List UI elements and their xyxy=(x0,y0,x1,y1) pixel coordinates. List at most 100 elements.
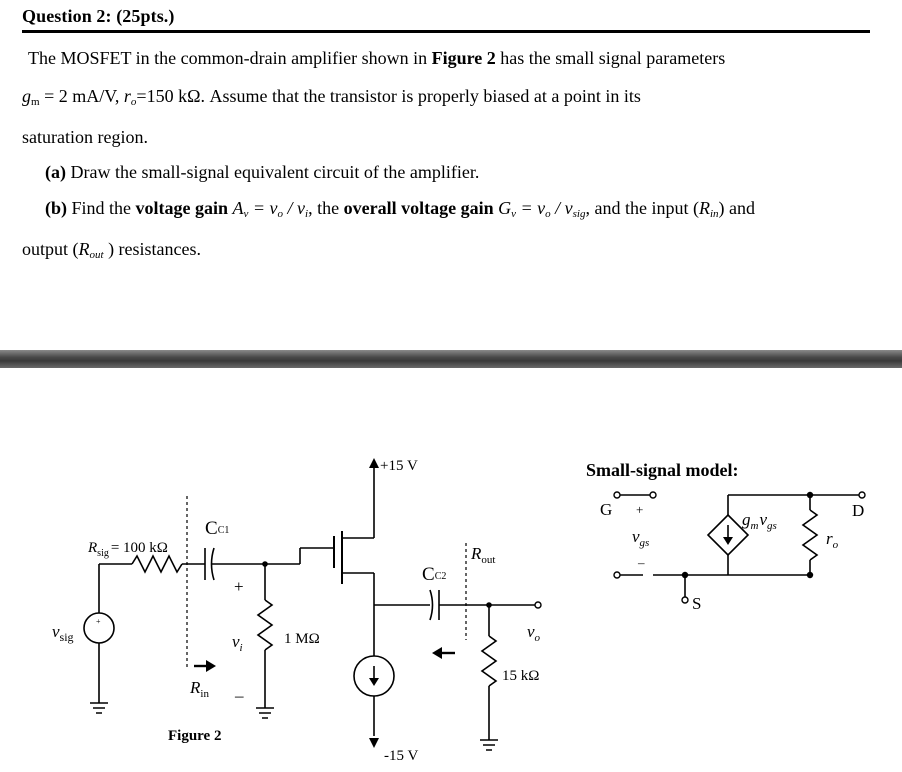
vss-arrow xyxy=(369,738,379,748)
svg-text:gmvgs: gmvgs xyxy=(742,510,777,532)
av-symbol: A xyxy=(232,198,244,218)
part-b: (b) Find the voltage gain Av = vo / vi, … xyxy=(45,198,755,220)
vi-sub: i xyxy=(305,208,309,220)
circuit-wires xyxy=(83,465,862,751)
vsig-sub: sig xyxy=(572,208,586,220)
ro-resistor xyxy=(801,509,819,561)
ro-value: =150 kΩ. Assume that the transistor is p… xyxy=(136,86,641,106)
ro-symbol: r xyxy=(123,86,131,106)
vsig-plus: + xyxy=(96,617,101,626)
vss-label: -15 V xyxy=(384,748,418,764)
model-labels: Small-signal model: G D S + – vgs gmvgs … xyxy=(586,460,864,613)
text: , the xyxy=(308,198,344,218)
text: , and the input ( xyxy=(585,198,699,218)
svg-text:Rout: Rout xyxy=(470,544,495,566)
part-b-label: (b) xyxy=(45,198,67,218)
d-label: D xyxy=(852,501,864,520)
svg-text:Rsig= 100 kΩ: Rsig= 100 kΩ xyxy=(87,540,168,559)
rsig-label: R xyxy=(87,540,97,556)
question-line-6: output (Rout ) resistances. xyxy=(22,239,201,261)
text: ) and xyxy=(718,198,755,218)
gv-sub: v xyxy=(511,208,516,220)
ground-1 xyxy=(90,702,108,714)
g-terminal-bottom xyxy=(613,571,621,579)
cc2-label: C xyxy=(422,564,435,585)
vdd-arrow xyxy=(369,458,379,468)
rout-label: R xyxy=(470,544,482,563)
ground-2 xyxy=(256,707,274,719)
gv-eq: = v xyxy=(515,198,546,218)
gm-v-label: v xyxy=(759,510,767,529)
g-label: G xyxy=(600,500,612,519)
svg-text:vi: vi xyxy=(232,632,243,654)
text: Find the xyxy=(71,198,136,218)
cc2-plate-1 xyxy=(429,589,434,621)
gm-label: g xyxy=(742,510,751,529)
section-divider xyxy=(0,350,902,368)
terminals xyxy=(534,491,866,609)
cc1-label: C xyxy=(205,518,218,539)
vi-label: v xyxy=(232,632,240,651)
heading-rule xyxy=(22,30,870,33)
gm-sub: m xyxy=(751,520,759,532)
av-eq: = v xyxy=(248,198,278,218)
rsig-value: = 100 kΩ xyxy=(111,540,168,556)
vo-sub-2: o xyxy=(545,208,551,220)
vgs-sub: gs xyxy=(640,537,650,549)
vdd-label: +15 V xyxy=(380,458,418,474)
rl-label: 15 kΩ xyxy=(502,668,539,684)
question-heading: Question 2: (25pts.) xyxy=(22,6,175,26)
current-direction-arrow xyxy=(369,678,379,686)
svg-text:ro: ro xyxy=(826,529,839,551)
rout-sub: out xyxy=(89,249,104,261)
vo-sub: o xyxy=(535,632,541,644)
rl-resistor xyxy=(480,635,498,687)
text: output ( xyxy=(22,239,79,259)
vo-label: v xyxy=(527,622,535,641)
rin-sub: in xyxy=(709,208,719,220)
vgs-label: v xyxy=(632,527,640,546)
rin-label: R xyxy=(189,678,201,697)
overall-gain-term: overall voltage gain xyxy=(343,198,494,218)
gm-v-sub: gs xyxy=(767,520,777,532)
part-a-text: Draw the small-signal equivalent circuit… xyxy=(70,162,480,182)
dependent-source-arrow xyxy=(723,537,733,545)
svg-text:CC1: CC1 xyxy=(205,518,229,539)
part-a: (a) Draw the small-signal equivalent cir… xyxy=(45,162,479,183)
gv-eq-2: / v xyxy=(550,198,573,218)
svg-text:vsig: vsig xyxy=(52,622,74,644)
rin-symbol: R xyxy=(698,198,710,218)
d-terminal xyxy=(858,491,866,499)
svg-text:CC2: CC2 xyxy=(422,564,446,585)
gm-symbol: g xyxy=(22,86,31,106)
part-a-label: (a) xyxy=(45,162,66,182)
av-eq-2: / v xyxy=(283,198,306,218)
r1-label: 1 MΩ xyxy=(284,631,320,647)
rin-arrow xyxy=(206,660,216,672)
gm-value: = 2 mA/V, xyxy=(44,86,120,106)
voltage-gain-term: voltage gain xyxy=(135,198,229,218)
s-terminal xyxy=(681,596,689,604)
ro-sub: o xyxy=(833,539,839,551)
vgs-minus: – xyxy=(637,555,645,570)
s-label: S xyxy=(692,594,701,613)
svg-text:vo: vo xyxy=(527,622,541,644)
svg-text:vgs: vgs xyxy=(632,527,649,549)
rsig-sub: sig xyxy=(97,548,109,559)
vgs-plus: + xyxy=(636,502,643,517)
circuit-figure: + +15 V -15 V Rsig= 100 kΩ CC1 CC2 vsig … xyxy=(52,458,866,764)
vi-minus: – xyxy=(234,686,244,705)
vi-plus: + xyxy=(234,577,244,596)
vo-sub: o xyxy=(277,208,284,220)
circuit-labels: +15 V -15 V Rsig= 100 kΩ CC1 CC2 vsig vi… xyxy=(52,458,541,764)
gm-sub: m xyxy=(31,96,40,108)
vsig-sub: sig xyxy=(60,630,74,644)
rout-arrow xyxy=(432,647,442,659)
svg-text:Rin: Rin xyxy=(189,678,209,700)
gv-symbol: G xyxy=(498,198,512,218)
text: The MOSFET in the common-drain amplifier… xyxy=(28,48,432,68)
cc1-sub: C1 xyxy=(218,525,230,536)
figure-caption: Figure 2 xyxy=(168,728,221,744)
rsig-resistor xyxy=(131,554,183,574)
dependent-source-symbol xyxy=(706,513,750,557)
